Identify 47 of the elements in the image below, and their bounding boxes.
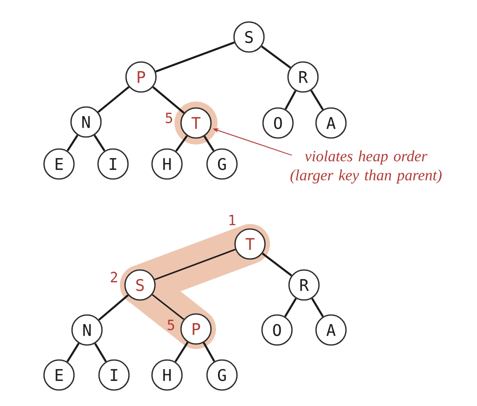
index-number: 5 [168, 320, 174, 330]
tree-node: S [233, 21, 265, 53]
tree-node: R [288, 269, 320, 301]
tree-edge [155, 42, 235, 72]
tree-node: O [261, 314, 293, 346]
tree-node: I [98, 359, 130, 391]
tree-edge [260, 46, 292, 68]
tree-edge [262, 252, 292, 276]
tree-node: E [43, 148, 75, 180]
tree-node: T [234, 228, 266, 260]
tree-node: P [125, 61, 157, 93]
tree-node: G [206, 148, 238, 180]
tree-edge [284, 90, 296, 110]
annotation-text: violates heap order (larger key than parent) [290, 150, 442, 184]
tree-edge [152, 294, 184, 320]
tree-node: P [180, 313, 212, 345]
tree-edge [204, 136, 214, 152]
tree-node: G [206, 359, 238, 391]
tree-node: T [180, 107, 212, 139]
index-number: 5 [166, 112, 172, 124]
tree-edge [152, 86, 185, 114]
tree-node: H [151, 359, 183, 391]
tree-node: A [315, 314, 347, 346]
tree-edge [66, 134, 78, 152]
tree-node: I [97, 148, 129, 180]
tree-edge [284, 298, 297, 318]
index-number: 2 [110, 272, 118, 282]
tree-node: A [315, 107, 347, 139]
tree-edge [94, 134, 106, 152]
tree-node: H [151, 148, 183, 180]
index-number: 1 [229, 214, 236, 226]
tree-edge [98, 294, 129, 321]
tree-edge [202, 342, 216, 362]
tree-edge [311, 298, 324, 318]
tree-edge [174, 342, 188, 362]
tree-edge [175, 135, 188, 152]
tree-node: S [124, 269, 156, 301]
tree-node: N [71, 314, 103, 346]
tree-node: N [70, 106, 102, 138]
tree-node: E [43, 359, 75, 391]
tree-node: O [262, 107, 294, 139]
tree-edge [310, 90, 324, 110]
tree-edge [94, 342, 107, 362]
tree-node: R [287, 61, 319, 93]
tree-edge [66, 342, 80, 362]
tree-edge [154, 248, 236, 280]
tree-edge [97, 86, 130, 113]
